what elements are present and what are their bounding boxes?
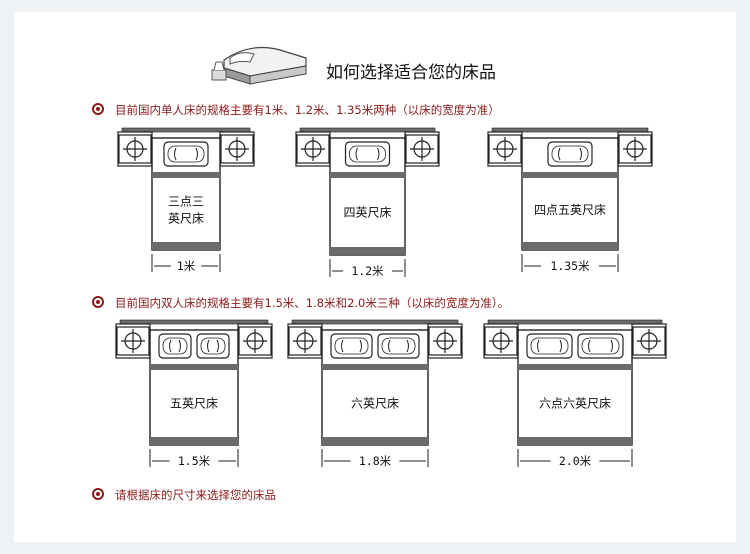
bed-icon — [211, 47, 307, 85]
bullet-icon — [92, 296, 104, 308]
duvet-band — [322, 364, 428, 370]
lamp-icon — [288, 326, 322, 356]
page-frame — [14, 12, 736, 542]
duvet-band — [518, 364, 632, 370]
bed-size-label: 五英尺床 — [170, 397, 218, 411]
bed-plan: 五英尺床 1.5米 — [115, 319, 273, 468]
page-title: 如何选择适合您的床品 — [326, 63, 496, 83]
lamp-icon — [238, 326, 272, 356]
bed-size-label: 六点六英尺床 — [539, 397, 611, 411]
lamp-icon — [618, 134, 652, 164]
bed-size-label: 四点五英尺床 — [534, 203, 606, 217]
headboard — [487, 319, 663, 325]
foot-band — [522, 242, 618, 250]
bullet-icon — [92, 488, 104, 500]
bed-size-label: 四英尺床 — [343, 206, 391, 220]
lamp-icon — [405, 134, 439, 164]
bullet-icon — [92, 103, 104, 115]
pillow-icon — [163, 141, 209, 167]
bed-plan: 六点六英尺床 2.0米 — [483, 319, 667, 468]
lamp-icon — [488, 134, 522, 164]
bed-plan: 四点五英尺床 1.35米 — [487, 127, 653, 273]
foot-band — [330, 247, 405, 255]
note-double-beds: 目前国内双人床的规格主要有1.5米、1.8米和2.0米三种（以床的宽度为准）。 — [115, 296, 510, 310]
headboard — [299, 127, 436, 133]
bed-width-label: 1米 — [177, 259, 196, 273]
lamp-icon — [220, 134, 254, 164]
bed-plan: 六英尺床 1.8米 — [287, 319, 463, 468]
bed-size-label: 六英尺床 — [351, 397, 399, 411]
pillow-icon — [547, 141, 593, 167]
bed-width-label: 1.5米 — [178, 454, 211, 468]
lamp-icon — [118, 134, 152, 164]
bed-width-label: 1.2米 — [351, 264, 384, 278]
pillow-icon — [577, 333, 624, 359]
lamp-icon — [484, 326, 518, 356]
pillow-icon — [330, 333, 373, 359]
headboard — [491, 127, 649, 133]
foot-band — [322, 437, 428, 445]
note-choose-bedding: 请根据床的尺寸来选择您的床品 — [115, 488, 276, 502]
pillow-icon — [377, 333, 420, 359]
duvet-band — [330, 172, 405, 178]
pillow-icon — [526, 333, 573, 359]
lamp-icon — [428, 326, 462, 356]
pillow-icon — [158, 333, 192, 359]
foot-band — [150, 437, 238, 445]
mattress — [329, 137, 406, 256]
lamp-icon — [116, 326, 150, 356]
pillow-icon — [344, 141, 391, 167]
duvet-band — [522, 172, 618, 178]
headboard — [121, 127, 251, 133]
lamp-icon — [632, 326, 666, 356]
note-single-beds: 目前国内单人床的规格主要有1米、1.2米、1.35米两种（以床的宽度为准） — [115, 103, 500, 117]
bed-size-label: 英尺床 — [168, 212, 204, 226]
headboard — [291, 319, 459, 325]
duvet-band — [150, 364, 238, 370]
bed-plan: 四英尺床 1.2米 — [295, 127, 440, 278]
bed-width-label: 1.35米 — [550, 259, 590, 273]
headboard — [119, 319, 269, 325]
bed-width-label: 2.0米 — [559, 454, 592, 468]
duvet-band — [152, 172, 220, 178]
foot-band — [518, 437, 632, 445]
bed-width-label: 1.8米 — [359, 454, 392, 468]
foot-band — [152, 242, 220, 250]
pillow-icon — [196, 333, 230, 359]
lamp-icon — [296, 134, 330, 164]
bed-size-label: 三点三 — [168, 195, 204, 209]
